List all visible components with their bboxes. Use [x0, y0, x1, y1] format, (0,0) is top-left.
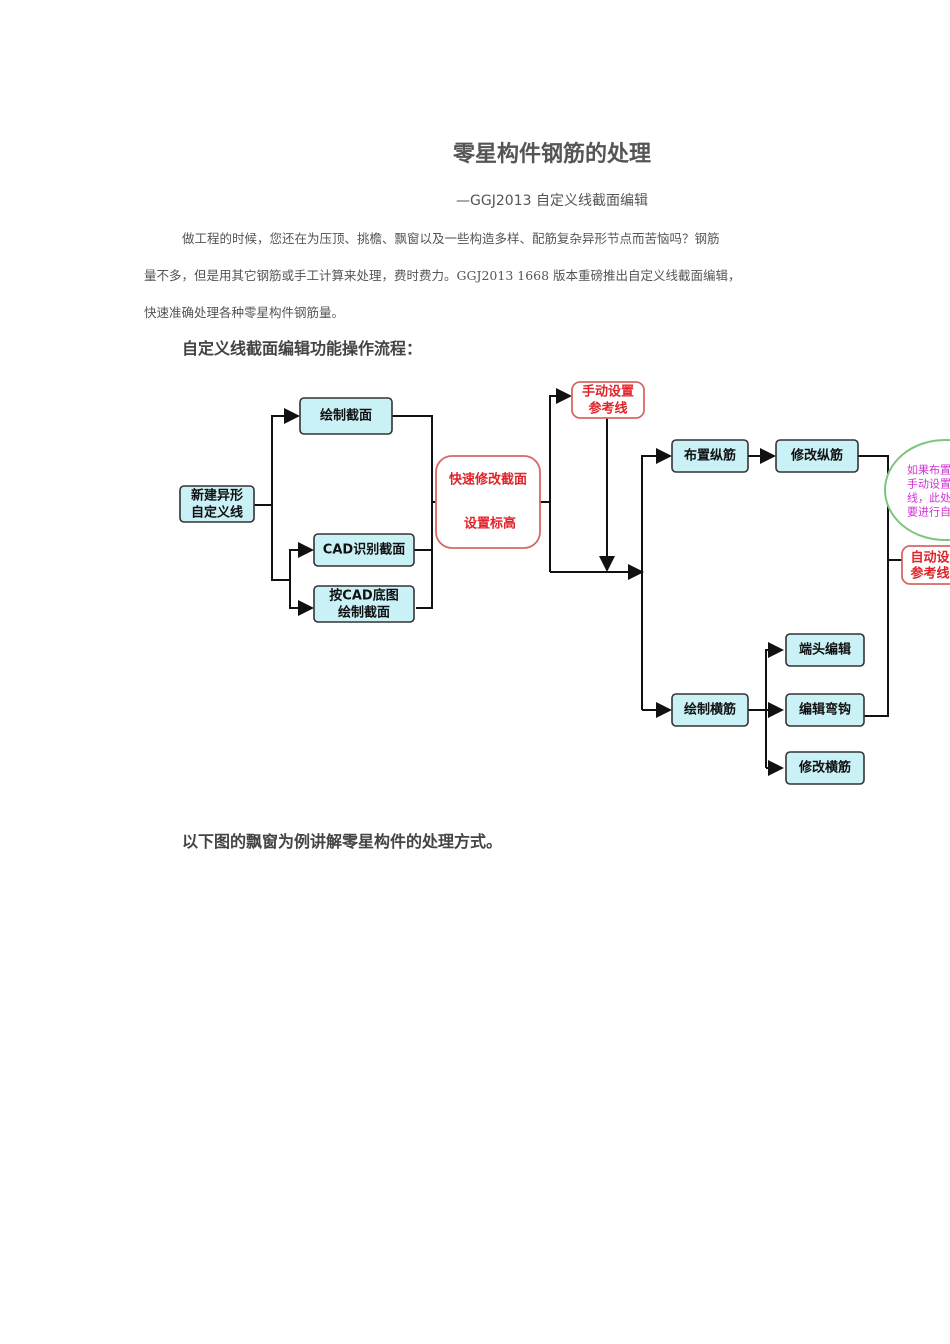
svg-text:如果布置: 如果布置 [907, 463, 950, 477]
node-manual-ref-line: 手动设置 参考线 [571, 381, 645, 419]
node-auto-ref-line: 自动设 参考线 [901, 545, 950, 585]
svg-text:绘制横筋: 绘制横筋 [684, 702, 736, 718]
section-heading-flow: 自定义线截面编辑功能操作流程： [182, 339, 423, 358]
svg-text:修改横筋: 修改横筋 [798, 760, 851, 776]
page-subtitle: —GGJ2013 自定义线截面编辑 [456, 193, 648, 209]
svg-text:手动设置: 手动设置 [907, 477, 950, 491]
svg-text:端头编辑: 端头编辑 [799, 642, 851, 658]
svg-text:要进行自: 要进行自 [907, 506, 950, 519]
node-cad-identify: CAD识别截面 [313, 533, 415, 567]
flowchart: 新建异形 自定义线 绘制截面 CAD识别截面 按CAD底图 绘制截面 快速修改截… [179, 381, 950, 785]
node-cad-draw: 按CAD底图 绘制截面 [313, 585, 415, 623]
cloud-note: 如果布置 手动设置 线，此处 要进行自 [884, 439, 950, 541]
svg-text:按CAD底图: 按CAD底图 [329, 588, 398, 604]
intro-line-2: 量不多，但是用其它钢筋或手工计算来处理，费时费力。GGJ2013 1668 版本… [144, 268, 741, 283]
svg-text:快速修改截面: 快速修改截面 [449, 472, 527, 488]
svg-text:新建异形: 新建异形 [191, 488, 243, 504]
svg-text:自定义线: 自定义线 [191, 505, 243, 521]
svg-text:设置标高: 设置标高 [464, 516, 516, 532]
node-end-edit: 端头编辑 [785, 633, 865, 667]
svg-text:自动设: 自动设 [910, 550, 950, 566]
node-edit-hook: 编辑弯钩 [785, 693, 865, 727]
node-place-long-bar: 布置纵筋 [671, 439, 749, 473]
svg-text:手动设置: 手动设置 [582, 384, 634, 400]
node-modify-trans-bar: 修改横筋 [785, 751, 865, 785]
node-new-custom-line: 新建异形 自定义线 [179, 485, 255, 523]
svg-text:布置纵筋: 布置纵筋 [684, 448, 736, 464]
svg-text:绘制截面: 绘制截面 [338, 605, 390, 621]
page-title: 零星构件钢筋的处理 [452, 142, 651, 167]
node-draw-trans-bar: 绘制横筋 [671, 693, 749, 727]
node-quick-modify-elevation: 快速修改截面 设置标高 [435, 455, 541, 549]
svg-text:参考线: 参考线 [910, 566, 949, 582]
svg-text:CAD识别截面: CAD识别截面 [323, 542, 405, 558]
svg-text:线，此处: 线，此处 [907, 491, 950, 505]
svg-text:编辑弯钩: 编辑弯钩 [799, 702, 851, 718]
intro-line-3: 快速准确处理各种零星构件钢筋量。 [144, 305, 345, 320]
node-draw-section: 绘制截面 [299, 397, 393, 435]
svg-text:参考线: 参考线 [588, 401, 627, 417]
svg-text:绘制截面: 绘制截面 [320, 408, 372, 424]
section-heading-example: 以下图的飘窗为例讲解零星构件的处理方式。 [182, 832, 503, 851]
svg-text:修改纵筋: 修改纵筋 [790, 448, 843, 464]
node-modify-long-bar: 修改纵筋 [775, 439, 859, 473]
intro-line-1: 做工程的时候，您还在为压顶、挑檐、飘窗以及一些构造多样、配筋复杂异形节点而苦恼吗… [182, 231, 720, 246]
